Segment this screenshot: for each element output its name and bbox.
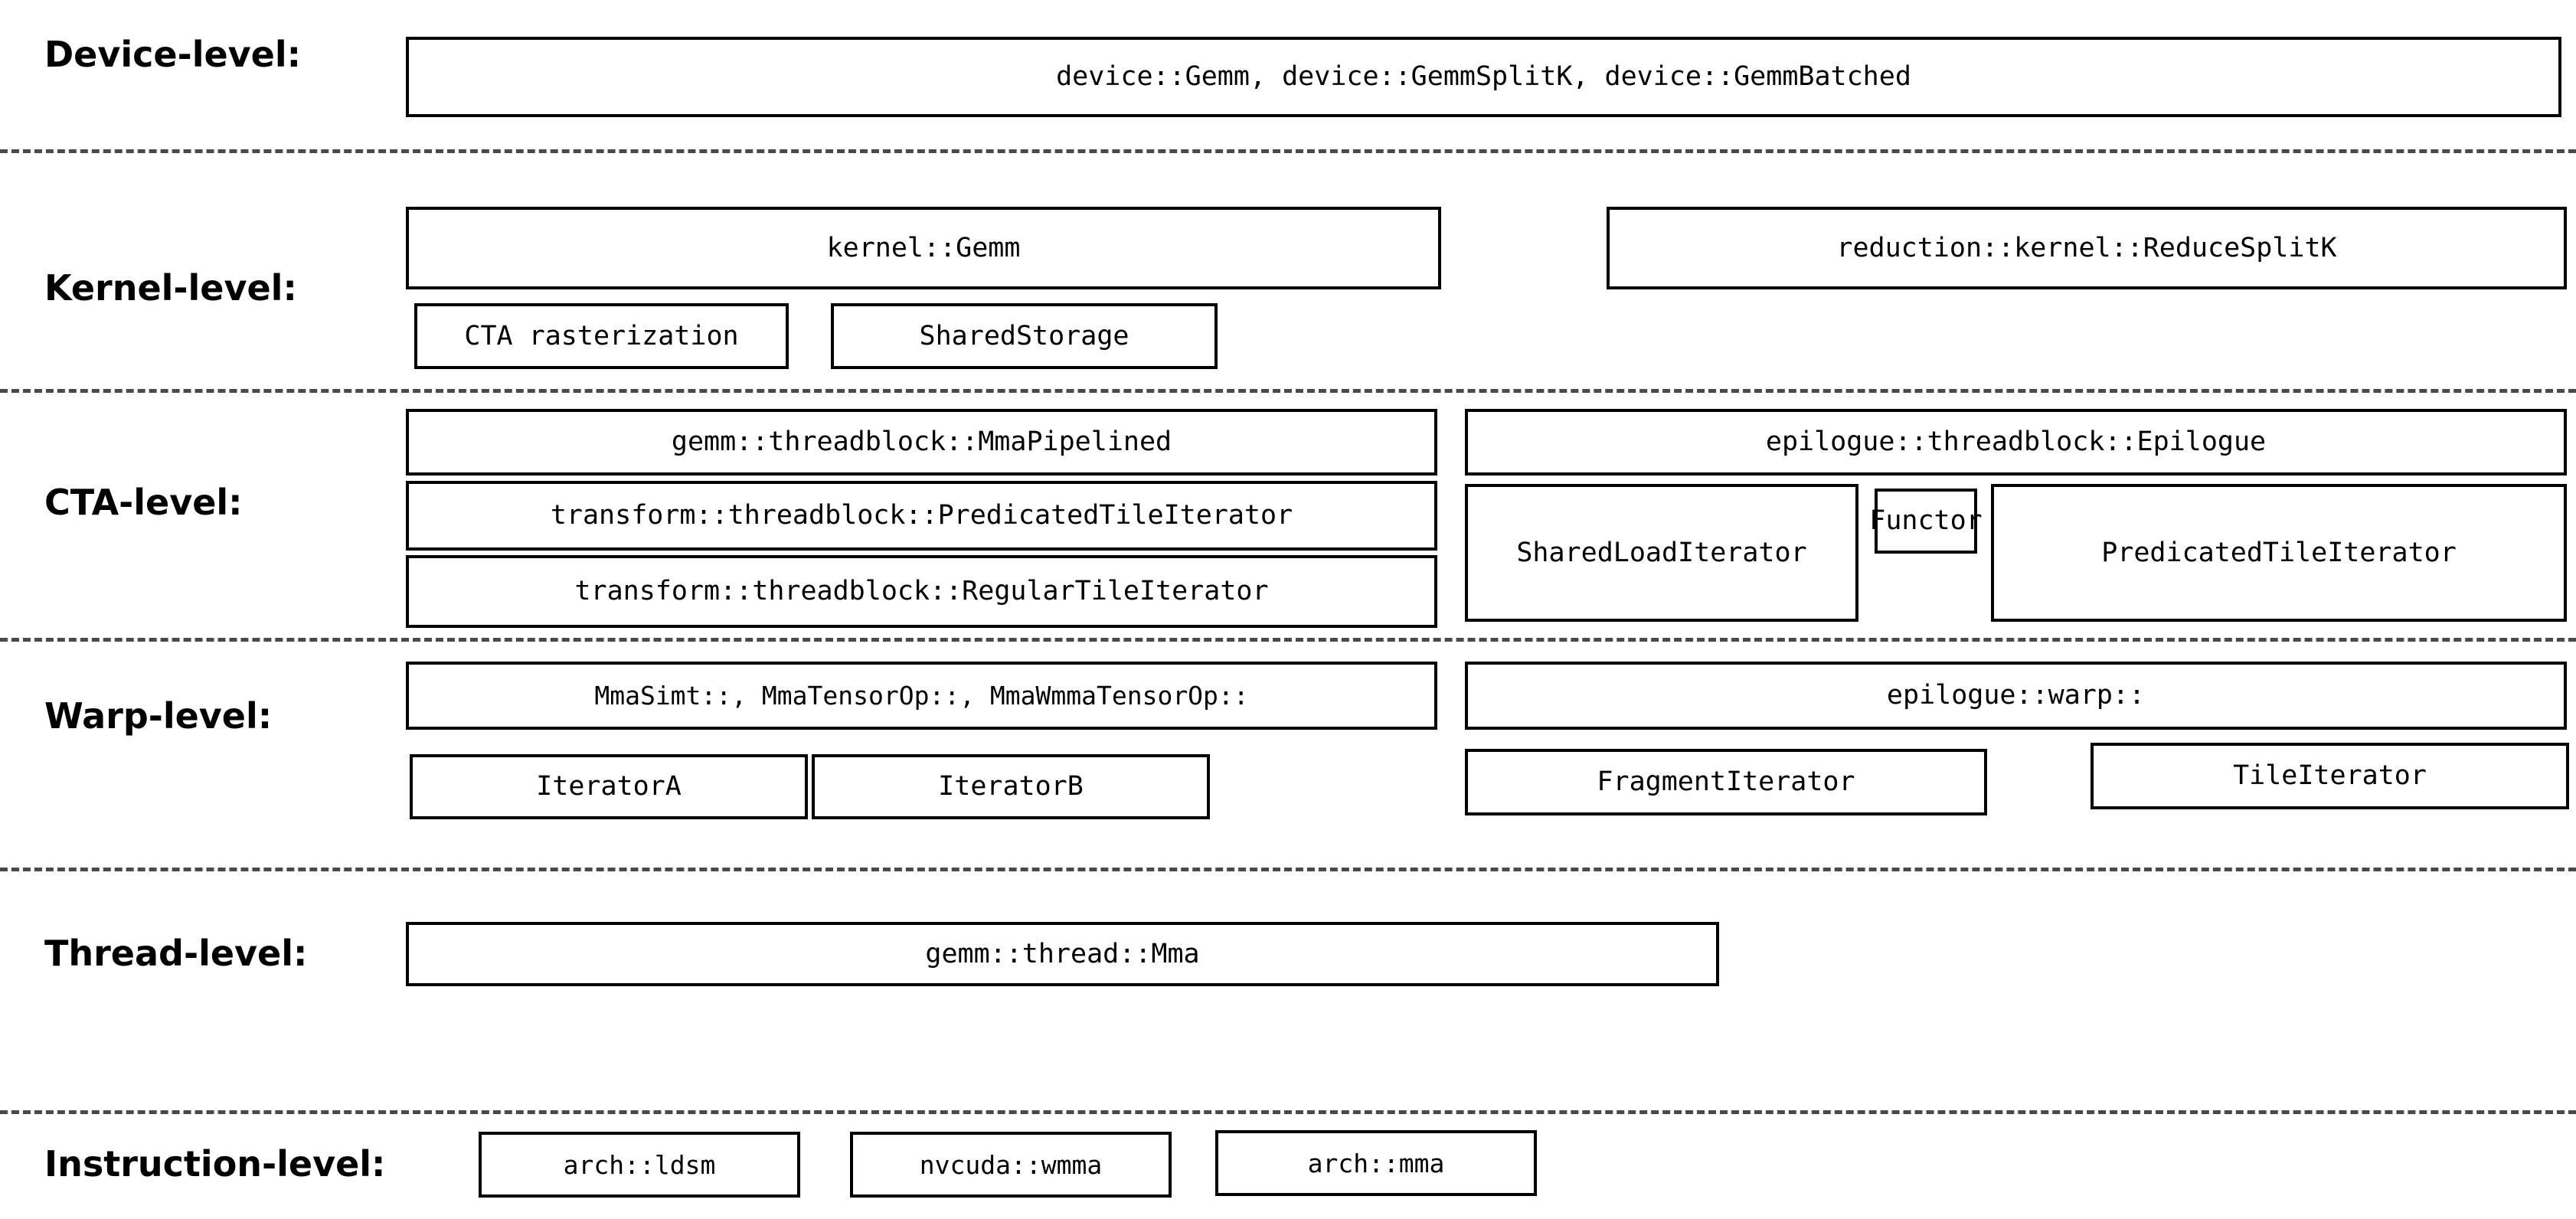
box-device-gemm[interactable]: device::Gemm, device::GemmSplitK, device… [406, 37, 2561, 117]
level-label-cta: CTA-level: [44, 482, 243, 523]
level-label-warp: Warp-level: [44, 695, 273, 737]
box-transform-threadblock-predicatedtileiterator[interactable]: transform::threadblock::PredicatedTileIt… [406, 481, 1437, 551]
box-kernel-gemm[interactable]: kernel::Gemm [406, 207, 1441, 289]
box-arch-mma[interactable]: arch::mma [1215, 1130, 1537, 1196]
box-iterator-a[interactable]: IteratorA [410, 754, 808, 819]
box-epilogue-threadblock-epilogue[interactable]: epilogue::threadblock::Epilogue [1465, 409, 2567, 476]
box-transform-threadblock-regulartileiterator[interactable]: transform::threadblock::RegularTileItera… [406, 555, 1437, 628]
box-epilogue-warp[interactable]: epilogue::warp:: [1465, 662, 2567, 730]
divider-device-kernel [0, 149, 2576, 153]
box-cta-rasterization[interactable]: CTA rasterization [414, 303, 789, 369]
box-shared-storage[interactable]: SharedStorage [831, 303, 1218, 369]
box-fragment-iterator[interactable]: FragmentIterator [1465, 749, 1987, 815]
level-label-instruction: Instruction-level: [44, 1143, 386, 1185]
box-tile-iterator[interactable]: TileIterator [2091, 743, 2569, 809]
box-warp-mma-ops[interactable]: MmaSimt::, MmaTensorOp::, MmaWmmaTensorO… [406, 662, 1437, 730]
divider-warp-thread [0, 868, 2576, 871]
divider-thread-instruction [0, 1110, 2576, 1114]
divider-cta-warp [0, 638, 2576, 642]
box-iterator-b[interactable]: IteratorB [812, 754, 1210, 819]
box-reduction-kernel-reducesplitk[interactable]: reduction::kernel::ReduceSplitK [1607, 207, 2567, 289]
box-functor[interactable]: Functor [1869, 489, 1983, 554]
box-gemm-threadblock-mmapipelined[interactable]: gemm::threadblock::MmaPipelined [406, 409, 1437, 476]
box-arch-ldsm[interactable]: arch::ldsm [479, 1132, 800, 1198]
level-label-thread: Thread-level: [44, 933, 308, 974]
box-epilogue-predicatedtileiterator[interactable]: PredicatedTileIterator [1991, 484, 2567, 622]
level-label-device: Device-level: [44, 34, 302, 75]
box-nvcuda-wmma[interactable]: nvcuda::wmma [850, 1132, 1172, 1198]
level-label-kernel: Kernel-level: [44, 267, 297, 309]
divider-kernel-cta [0, 389, 2576, 393]
box-gemm-thread-mma[interactable]: gemm::thread::Mma [406, 922, 1719, 986]
box-shared-load-iterator[interactable]: SharedLoadIterator [1465, 484, 1858, 622]
